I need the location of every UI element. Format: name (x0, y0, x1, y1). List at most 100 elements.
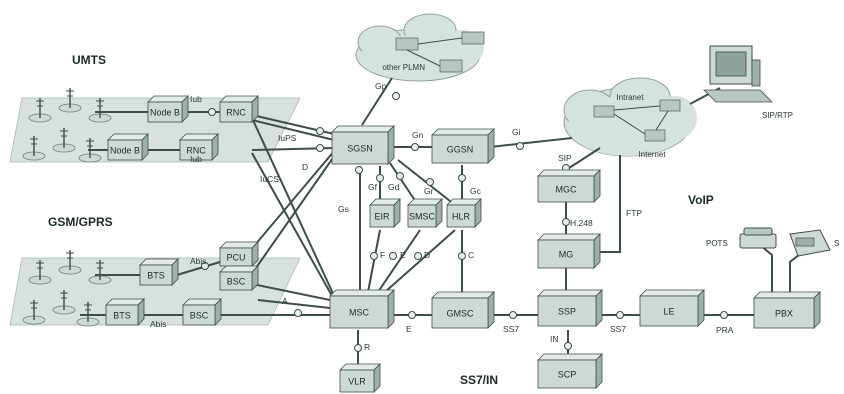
node-label: VLR (348, 376, 366, 386)
node-bts2: BTS (105, 298, 145, 326)
node-label: SSP (558, 306, 576, 316)
iface-gs: Gs (338, 204, 349, 214)
region-gsm-gprs: GSM/GPRS (48, 215, 113, 229)
nodes-layer: Node B Node B RNC RNC BTS BTS PCU BSC BSC SGSN GGS… (105, 95, 821, 393)
region-ss7-in: SS7/IN (460, 373, 498, 387)
pots-label: POTS (706, 239, 728, 248)
node-label: RNC (226, 107, 246, 117)
iface-pra: PRA (716, 325, 734, 335)
iface-iu-cs: IuCS (260, 174, 279, 184)
node-label: BTS (113, 310, 131, 320)
iface-gi: Gi (512, 127, 521, 137)
pots-phone-icon (739, 227, 777, 249)
iface-abis: Abis (190, 256, 207, 266)
internet-label: Internet (638, 150, 666, 159)
iface-in: IN (550, 334, 559, 344)
node-label: LE (663, 306, 674, 316)
node-label: EIR (374, 211, 390, 221)
node-label: Node B (110, 145, 140, 155)
iface-e-2: E (406, 324, 412, 334)
node-eir: EIR (369, 198, 401, 228)
iface-d-2: D (424, 250, 430, 260)
pc-terminal-icon (703, 45, 773, 103)
node-label: MG (559, 249, 574, 259)
iface-r: R (364, 342, 370, 352)
node-bsc2: BSC (182, 298, 222, 326)
iface-a: A (282, 296, 288, 306)
node-rnc1: RNC (219, 95, 259, 123)
node-scp: SCP (537, 353, 603, 389)
iface-abis-2: Abis (150, 319, 167, 329)
node-node-b2: Node B (107, 133, 149, 161)
node-label: MGC (556, 184, 577, 194)
node-label: SGSN (347, 143, 373, 153)
node-label: MSC (349, 307, 370, 317)
iface-h248: H.248 (570, 218, 593, 228)
iface-ftp: FTP (626, 208, 642, 218)
node-label: BSC (227, 276, 246, 286)
iface-gc: Gc (470, 186, 482, 196)
intranet-label: Intranet (616, 93, 644, 102)
iface-ss7-2: SS7 (610, 324, 626, 334)
node-mg: MG (537, 233, 601, 269)
node-label: PCU (226, 252, 245, 262)
router-icon (461, 31, 485, 45)
iface-gf: Gf (368, 182, 378, 192)
node-label: BTS (147, 270, 165, 280)
node-hlr: HLR (446, 198, 482, 228)
node-ggsn: GGSN (431, 128, 495, 164)
iface-iub: Iub (190, 94, 202, 104)
sip-rtp-label: SIP/RTP (762, 111, 793, 120)
node-vlr: VLR (339, 363, 381, 393)
node-label: SCP (558, 369, 577, 379)
isdn-phone-icon (789, 229, 831, 257)
router-icon (644, 129, 666, 142)
other-plmn-label: other PLMN (382, 63, 425, 72)
router-icon (659, 99, 681, 112)
other-plmn-cloud: other PLMN (355, 13, 485, 82)
interface-dots (201, 92, 728, 352)
node-node-b: Node B (147, 95, 189, 123)
node-le: LE (639, 289, 705, 327)
iface-f: F (380, 250, 385, 260)
region-umts: UMTS (72, 53, 106, 67)
iface-e-1: E (400, 250, 406, 260)
router-icon (395, 37, 419, 51)
node-label: PBX (775, 308, 793, 318)
node-pcu: PCU (219, 241, 259, 267)
node-mgc: MGC (537, 169, 601, 203)
node-label: BSC (190, 310, 209, 320)
router-icon (439, 59, 463, 73)
iface-iu-ps: IuPS (278, 133, 297, 143)
iface-sip: SIP (558, 153, 572, 163)
node-label: GGSN (447, 144, 474, 154)
node-smsc: SMSC (407, 198, 443, 228)
iface-gr: Gr (424, 186, 434, 196)
node-label: HLR (452, 211, 471, 221)
router-icon (593, 105, 615, 118)
iface-gn: Gn (412, 130, 424, 140)
iface-gp: Gp (375, 81, 387, 91)
node-pbx: PBX (753, 291, 821, 329)
iface-ss7-1: SS7 (503, 324, 519, 334)
s-label: S (834, 239, 839, 248)
node-sgsn: SGSN (331, 125, 395, 165)
node-rnc2: RNC (179, 133, 219, 161)
node-bts1: BTS (139, 258, 179, 286)
node-label: GMSC (447, 308, 475, 318)
node-gmsc: GMSC (431, 291, 495, 329)
region-voip: VoIP (688, 193, 714, 207)
node-ssp: SSP (537, 289, 603, 327)
iface-gd: Gd (388, 182, 400, 192)
intranet-internet-cloud: Intranet Internet (563, 77, 697, 159)
node-msc: MSC (329, 289, 395, 329)
iface-iub-2: Iub (190, 154, 202, 164)
iface-c: C (468, 250, 474, 260)
node-label: RNC (186, 145, 206, 155)
node-bsc1: BSC (219, 265, 259, 291)
node-label: SMSC (409, 211, 436, 221)
iface-d-1: D (302, 162, 308, 172)
node-label: Node B (150, 107, 180, 117)
